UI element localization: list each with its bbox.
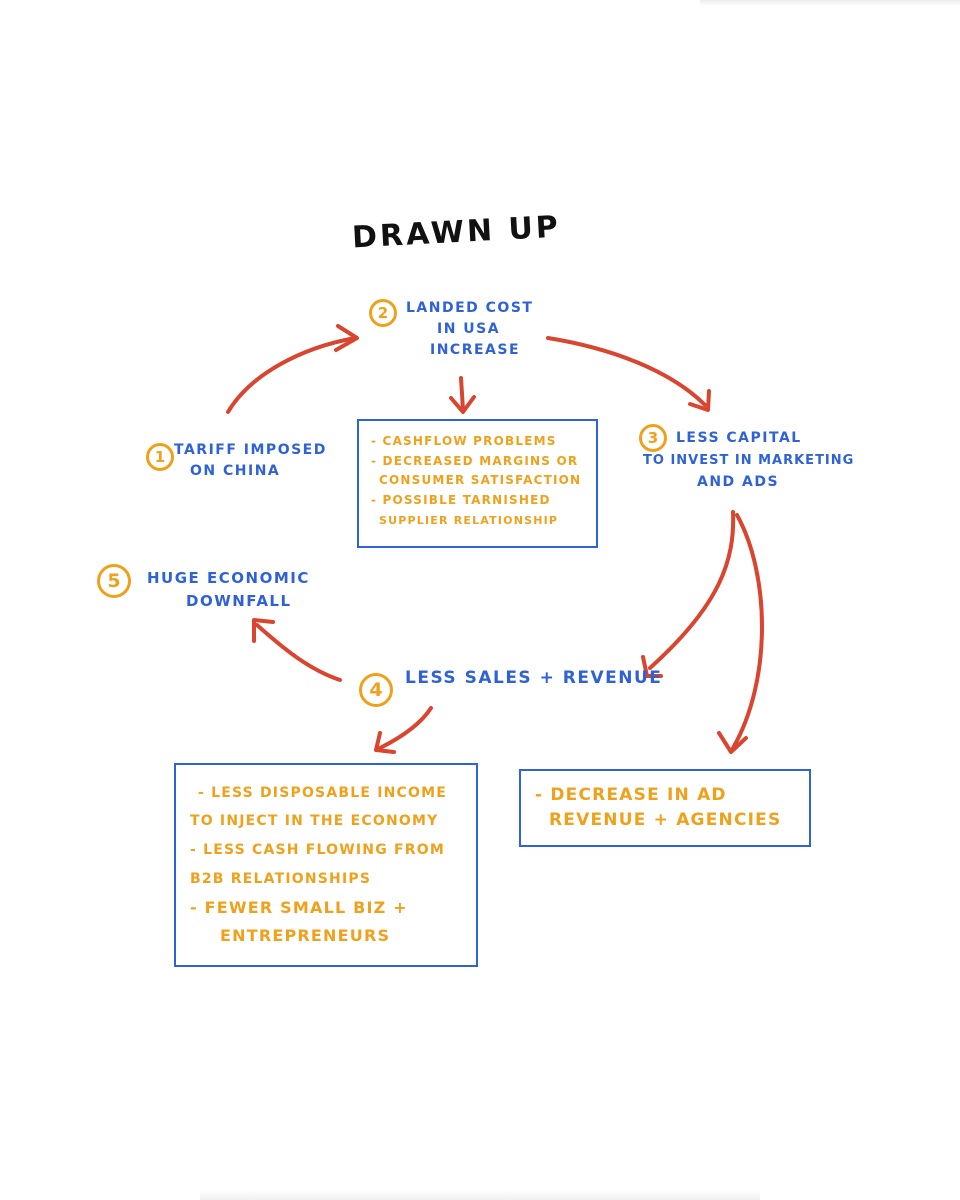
list-item: CONSUMER SATISFACTION <box>379 473 582 487</box>
node-2-line-3: INCREASE <box>430 342 521 358</box>
effects-box-ad-revenue: - DECREASE IN AD REVENUE + AGENCIES <box>519 769 811 847</box>
list-item: SUPPLIER RELATIONSHIP <box>379 514 559 527</box>
arrow-2-to-3-head <box>688 389 711 412</box>
list-item: - FEWER SMALL BIZ + <box>190 898 408 917</box>
node-4-line-1: LESS SALES + REVENUE <box>405 668 663 688</box>
effects-box-less-sales: - LESS DISPOSABLE INCOME TO INJECT IN TH… <box>174 763 478 967</box>
node-2-line-2: IN USA <box>437 321 501 337</box>
list-item: - CASHFLOW PROBLEMS <box>371 434 557 448</box>
page-edge-shadow <box>200 1190 760 1200</box>
arrow-4-to-5 <box>255 623 342 682</box>
arrow-3-to-4-head <box>641 655 663 678</box>
node-5-line-2: DOWNFALL <box>186 592 292 610</box>
effects-box-landed-cost: - CASHFLOW PROBLEMS - DECREASED MARGINS … <box>357 419 598 548</box>
step-number-badge: 2 <box>369 299 397 327</box>
arrow-2-to-3 <box>546 336 707 407</box>
arrow-3-to-4 <box>648 510 736 670</box>
node-5-line-1: HUGE ECONOMIC <box>147 569 310 587</box>
node-3-line-3: AND ADS <box>697 474 780 490</box>
arrow-3-to-box-right <box>731 513 764 750</box>
arrow-2-to-box-top-head <box>449 395 476 414</box>
arrow-4-to-box-left <box>378 706 433 750</box>
list-item: - POSSIBLE TARNISHED <box>371 493 551 507</box>
list-item: ENTREPRENEURS <box>220 926 391 945</box>
node-1-line-1: TARIFF IMPOSED <box>174 442 327 458</box>
list-item: REVENUE + AGENCIES <box>549 810 782 830</box>
list-item: B2B RELATIONSHIPS <box>190 871 372 887</box>
step-number-badge: 3 <box>639 424 667 452</box>
arrow-1-to-2-head <box>334 324 359 352</box>
arrow-4-to-box-left-head <box>374 731 396 754</box>
arrow-4-to-5-head <box>252 618 275 643</box>
step-number-badge: 5 <box>97 564 131 598</box>
node-3-line-1: LESS CAPITAL <box>676 430 802 446</box>
list-item: - DECREASED MARGINS OR <box>371 454 579 468</box>
list-item: - DECREASE IN AD <box>535 785 727 805</box>
list-item: - LESS CASH FLOWING FROM <box>190 842 445 858</box>
step-number-badge: 1 <box>146 443 174 471</box>
step-number-badge: 4 <box>359 673 393 707</box>
node-1-line-2: ON CHINA <box>190 463 281 479</box>
list-item: - LESS DISPOSABLE INCOME <box>198 785 447 801</box>
node-2-line-1: LANDED COST <box>406 300 534 316</box>
arrow-3-to-box-right-head <box>717 731 748 754</box>
node-3-line-2: TO INVEST IN MARKETING <box>643 453 855 468</box>
page-edge-shadow <box>700 0 960 6</box>
arrow-2-to-box-top <box>459 376 465 412</box>
list-item: TO INJECT IN THE ECONOMY <box>190 813 439 829</box>
arrow-1-to-2 <box>226 336 357 414</box>
